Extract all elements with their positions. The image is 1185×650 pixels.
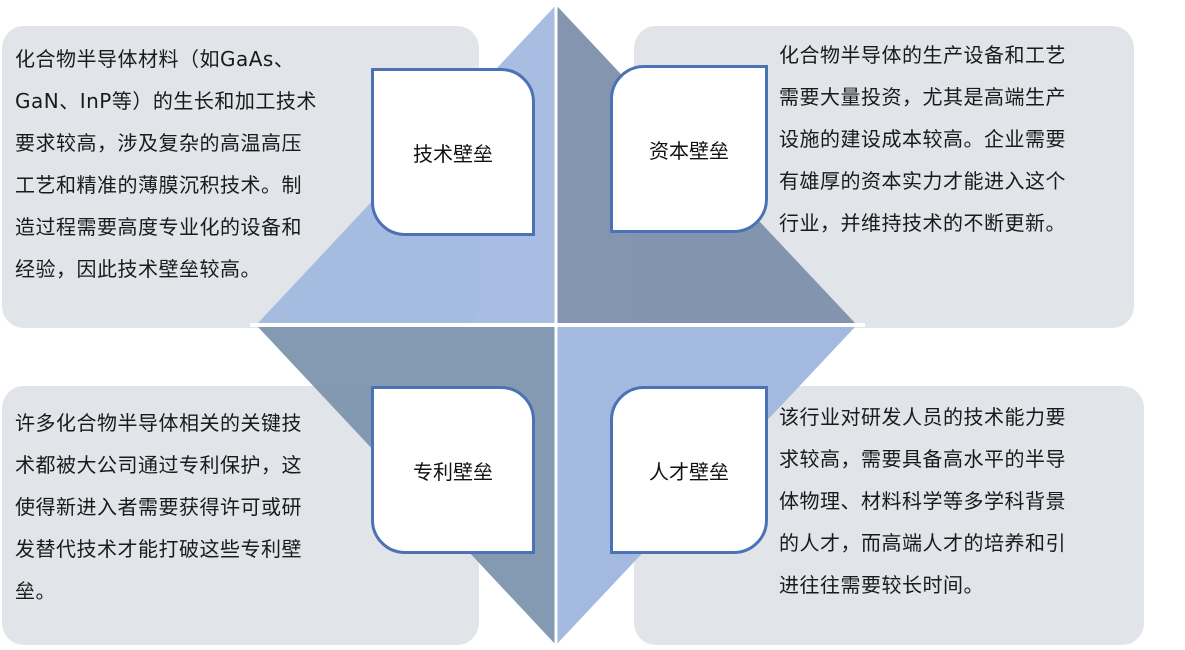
label-text: 专利壁垒	[413, 459, 493, 484]
text-line: 使得新进入者需要获得许可或研	[15, 495, 302, 519]
label-text: 资本壁垒	[649, 138, 729, 163]
text-line: 经验，因此技术壁垒较高。	[15, 257, 261, 281]
text-line: 有雄厚的资本实力才能进入这个	[779, 169, 1066, 193]
text-line: 工艺和精准的薄膜沉积技术。制	[15, 173, 302, 197]
patent-barrier-description: 许多化合物半导体相关的关键技 术都被大公司通过专利保护，这 使得新进入者需要获得…	[15, 402, 360, 612]
text-line: 造过程需要高度专业化的设备和	[15, 215, 302, 239]
label-text: 技术壁垒	[413, 141, 493, 166]
capital-barrier-description: 化合物半导体的生产设备和工艺 需要大量投资，尤其是高端生产 设施的建设成本较高。…	[779, 34, 1119, 244]
text-line: 发替代技术才能打破这些专利壁	[15, 537, 302, 561]
text-line: 该行业对研发人员的技术能力要	[779, 405, 1066, 429]
text-line: 需要大量投资，尤其是高端生产	[779, 85, 1066, 109]
text-line: 行业，并维持技术的不断更新。	[779, 211, 1066, 235]
text-line: 体物理、材料科学等多学科背景	[779, 489, 1066, 513]
text-line: 许多化合物半导体相关的关键技	[15, 411, 302, 435]
text-line: GaN、InP等）的生长和加工技术	[15, 89, 317, 113]
text-line: 垒。	[15, 579, 56, 603]
technical-barrier-description: 化合物半导体材料（如GaAs、 GaN、InP等）的生长和加工技术 要求较高，涉…	[15, 38, 360, 290]
text-line: 设施的建设成本较高。企业需要	[779, 127, 1066, 151]
text-line: 的人才，而高端人才的培养和引	[779, 531, 1066, 555]
text-line: 术都被大公司通过专利保护，这	[15, 453, 302, 477]
text-line: 化合物半导体材料（如GaAs、	[15, 47, 295, 71]
text-line: 化合物半导体的生产设备和工艺	[779, 43, 1066, 67]
text-line: 进往往需要较长时间。	[779, 573, 984, 597]
capital-barrier-label: 资本壁垒	[610, 65, 768, 233]
talent-barrier-description: 该行业对研发人员的技术能力要 求较高，需要具备高水平的半导 体物理、材料科学等多…	[779, 396, 1119, 606]
label-text: 人才壁垒	[649, 459, 729, 484]
text-line: 求较高，需要具备高水平的半导	[779, 447, 1066, 471]
text-line: 要求较高，涉及复杂的高温高压	[15, 131, 302, 155]
patent-barrier-label: 专利壁垒	[371, 386, 535, 554]
technical-barrier-label: 技术壁垒	[371, 68, 535, 236]
talent-barrier-label: 人才壁垒	[610, 386, 768, 554]
